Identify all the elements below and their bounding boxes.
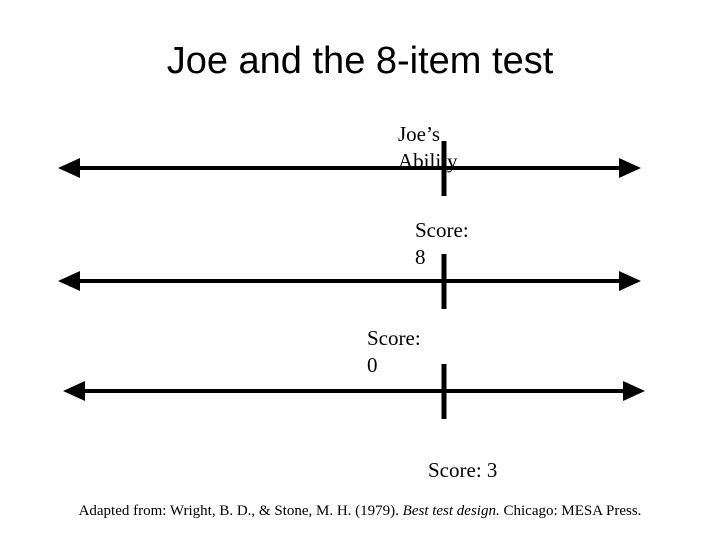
- citation-text: Adapted from: Wright, B. D., & Stone, M.…: [78, 503, 403, 519]
- right-arrowhead-icon: [619, 158, 641, 178]
- left-arrowhead-icon: [58, 158, 80, 178]
- citation-publisher: Chicago: MESA Press.: [499, 503, 642, 519]
- left-arrowhead-icon: [63, 381, 85, 401]
- score-8-scale-line: [58, 254, 641, 309]
- score-0-scale-line: [63, 364, 645, 419]
- score-3-label: Score: 3: [428, 458, 498, 482]
- citation: Adapted from: Wright, B. D., & Stone, M.…: [0, 503, 720, 520]
- joes-ability-label: Joe’s Ability: [398, 122, 458, 173]
- ability-scale-line: [58, 141, 641, 196]
- right-arrowhead-icon: [623, 381, 645, 401]
- score-0-label: Score: 0: [367, 326, 421, 377]
- citation-book-title: Best test design.: [402, 503, 500, 519]
- right-arrowhead-icon: [619, 271, 641, 291]
- left-arrowhead-icon: [58, 271, 80, 291]
- score-8-label: Score: 8: [415, 218, 469, 269]
- slide-title: Joe and the 8-item test: [166, 40, 554, 82]
